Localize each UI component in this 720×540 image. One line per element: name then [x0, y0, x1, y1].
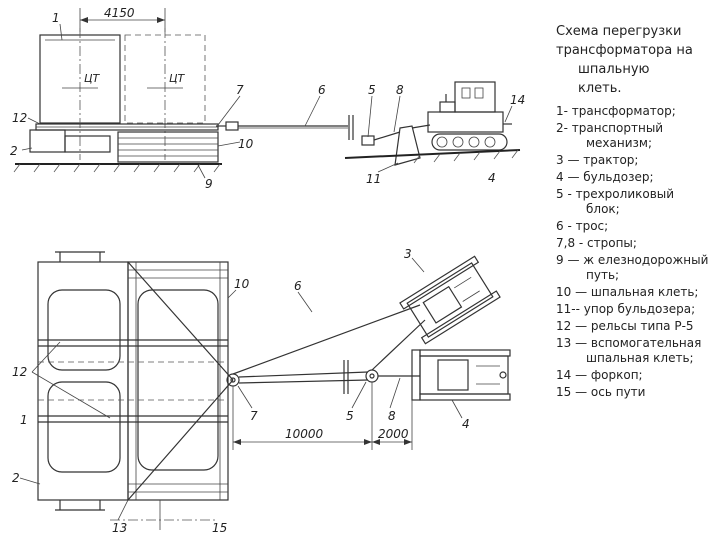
callout-10-plan: 10: [234, 277, 250, 291]
legend-item-text: 6 - трос;: [556, 219, 609, 233]
legend-item: 6 - трос;: [556, 219, 718, 234]
bulldozer-side: [394, 81, 512, 166]
diagram-title: Схема перегрузки трансформатора на шпаль…: [556, 22, 718, 98]
callout-7-plan: 7: [250, 409, 258, 423]
dimension-10000-2000: 10000 2000: [232, 382, 413, 450]
legend-item: 1- трансформатор;: [556, 104, 718, 119]
callout-9-top: 9: [205, 177, 213, 191]
legend-item-continuation: путь;: [586, 268, 620, 282]
legend-item: 14 — форкоп;: [556, 368, 718, 383]
plan-view: 10000 2000 3 10 6 12 1 7 5 8 4 2 13 15: [12, 247, 511, 535]
title-line-4: клеть.: [578, 81, 622, 96]
side-elevation: 4150 ЦТ ЦТ: [10, 6, 525, 191]
legend-item: 3 — трактор;: [556, 153, 718, 168]
transformer-reloading-diagram: 4150 ЦТ ЦТ: [10, 6, 525, 535]
callout-4-plan: 4: [462, 417, 470, 431]
legend-item-text: 4 — бульдозер;: [556, 170, 654, 184]
legend-item-text: 3 — трактор;: [556, 153, 639, 167]
legend-item-text: 14 — форкоп;: [556, 368, 643, 382]
legend-item-text: 2- транспортный: [556, 121, 664, 135]
dimension-2000-label: 2000: [378, 427, 409, 441]
legend-item-continuation: шпальная клеть;: [586, 351, 694, 365]
callout-11-top: 11: [366, 172, 381, 186]
callout-6-plan: 6: [294, 279, 302, 293]
callout-5-top: 5: [368, 83, 376, 97]
legend-item-text: 5 - трехроликовый: [556, 187, 675, 201]
callout-14-top: 14: [510, 93, 525, 107]
title-line-3: шпальную: [578, 62, 650, 77]
callout-8-plan: 8: [388, 409, 396, 423]
legend-item: 12 — рельсы типа Р-5: [556, 319, 718, 334]
callout-7-top: 7: [236, 83, 244, 97]
legend-item-continuation: блок;: [586, 202, 620, 216]
callout-2-plan: 2: [12, 471, 20, 485]
legend-item-text: 7,8 - стропы;: [556, 236, 637, 250]
transformer-right: ЦТ: [124, 28, 206, 160]
legend-item: 15 — ось пути: [556, 385, 718, 400]
legend-item-text: 11-- упор бульдозера;: [556, 302, 696, 316]
legend-item: 10 — шпальная клеть;: [556, 285, 718, 300]
legend-item: 7,8 - стропы;: [556, 236, 718, 251]
title-line-2: трансформатора на: [556, 43, 693, 58]
callout-13-plan: 13: [112, 521, 127, 535]
dimension-4150: 4150: [79, 6, 166, 32]
transformer-left: ЦТ: [39, 28, 121, 160]
cg-label-right: ЦТ: [169, 72, 186, 85]
callout-3-plan: 3: [404, 247, 412, 261]
callout-2-top: 2: [10, 144, 18, 158]
legend-item: 4 — бульдозер;: [556, 170, 718, 185]
callout-1-top: 1: [52, 11, 60, 25]
callout-12-top: 12: [12, 111, 27, 125]
callout-15-plan: 15: [212, 521, 227, 535]
legend-item-text: 1- трансформатор;: [556, 104, 676, 118]
tractor-plan: [399, 255, 501, 345]
callout-6-top: 6: [318, 83, 326, 97]
legend-item-text: 15 — ось пути: [556, 385, 646, 399]
callout-5-plan: 5: [346, 409, 354, 423]
callout-1-plan: 1: [20, 413, 28, 427]
legend-panel: Схема перегрузки трансформатора на шпаль…: [556, 22, 718, 402]
callout-10-top: 10: [238, 137, 254, 151]
dimension-4150-label: 4150: [104, 6, 135, 20]
callout-12-plan: 12: [12, 365, 27, 379]
legend-item: 11-- упор бульдозера;: [556, 302, 718, 317]
legend-item-continuation: механизм;: [586, 136, 653, 150]
legend-item-text: 9 — ж елезнодорожный: [556, 253, 709, 267]
dimension-10000-label: 10000: [285, 427, 324, 441]
legend-item-text: 10 — шпальная клеть;: [556, 285, 699, 299]
cg-label-left: ЦТ: [84, 72, 101, 85]
sleeper-crib-side: [117, 131, 219, 163]
sleeper-crib-plan: [127, 261, 229, 501]
callout-4-top: 4: [488, 171, 496, 185]
bulldozer-plan: [411, 349, 511, 401]
legend-item-text: 13 — вспомогательная: [556, 336, 702, 350]
callout-8-top: 8: [396, 83, 404, 97]
legend-item-text: 12 — рельсы типа Р-5: [556, 319, 694, 333]
title-line-1: Схема перегрузки: [556, 24, 682, 39]
